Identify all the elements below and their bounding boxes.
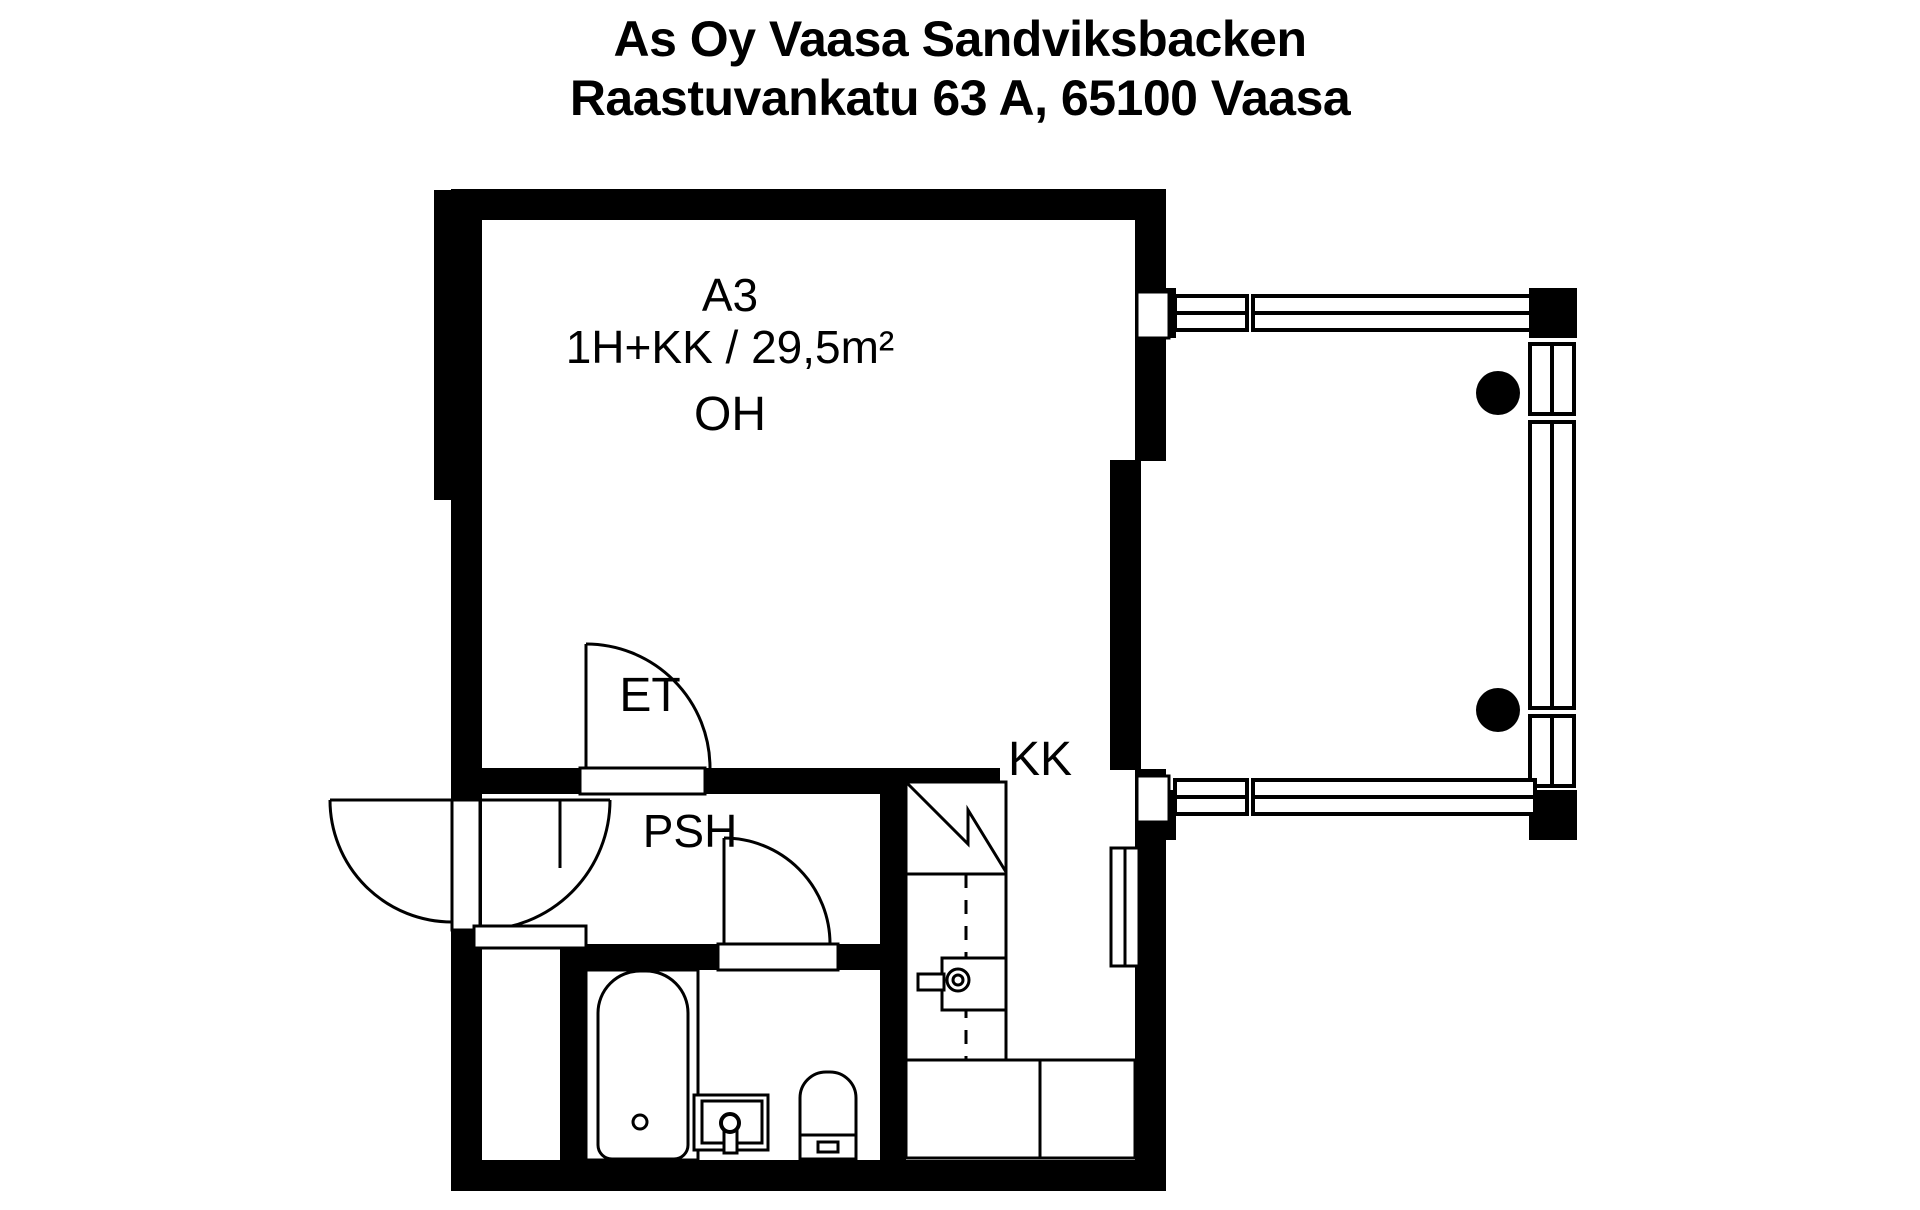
title-line-1: As Oy Vaasa Sandviksbacken [613, 11, 1307, 67]
balcony-railing-right [1528, 342, 1576, 788]
page-title: As Oy Vaasa Sandviksbacken Raastuvankatu… [0, 10, 1920, 128]
balcony-door-upper [1135, 290, 1171, 340]
refrigerator [904, 780, 1008, 876]
bathroom-fixtures [584, 968, 858, 1162]
kitchen-fixtures [904, 780, 1137, 1160]
title-line-2: Raastuvankatu 63 A, 65100 Vaasa [569, 70, 1351, 126]
balcony-post-upper-right [1529, 288, 1577, 338]
kitchen-sink [916, 956, 1008, 1012]
wall-et-closet [560, 944, 586, 1190]
wall-et-kk [880, 768, 906, 1190]
bathroom-door [716, 836, 840, 972]
kitchen-window [1109, 846, 1141, 968]
wall-notch-left [434, 190, 456, 500]
base-cabinets [904, 1058, 1137, 1160]
balcony-door-lower [1135, 774, 1171, 824]
hall-door-living [578, 642, 712, 796]
outer-wall-outline [451, 189, 1166, 1191]
balcony-column-marker-upper [1476, 371, 1520, 415]
balcony-railing-lower [1173, 778, 1537, 816]
apartment-walls [434, 189, 1166, 1191]
bathtub [584, 968, 700, 1162]
balcony-column-marker-lower [1476, 688, 1520, 732]
balcony [1148, 288, 1577, 840]
washbasin [692, 1093, 770, 1155]
balcony-railing-upper [1173, 294, 1537, 332]
entrance-door [328, 798, 612, 950]
toilet [798, 1070, 858, 1161]
